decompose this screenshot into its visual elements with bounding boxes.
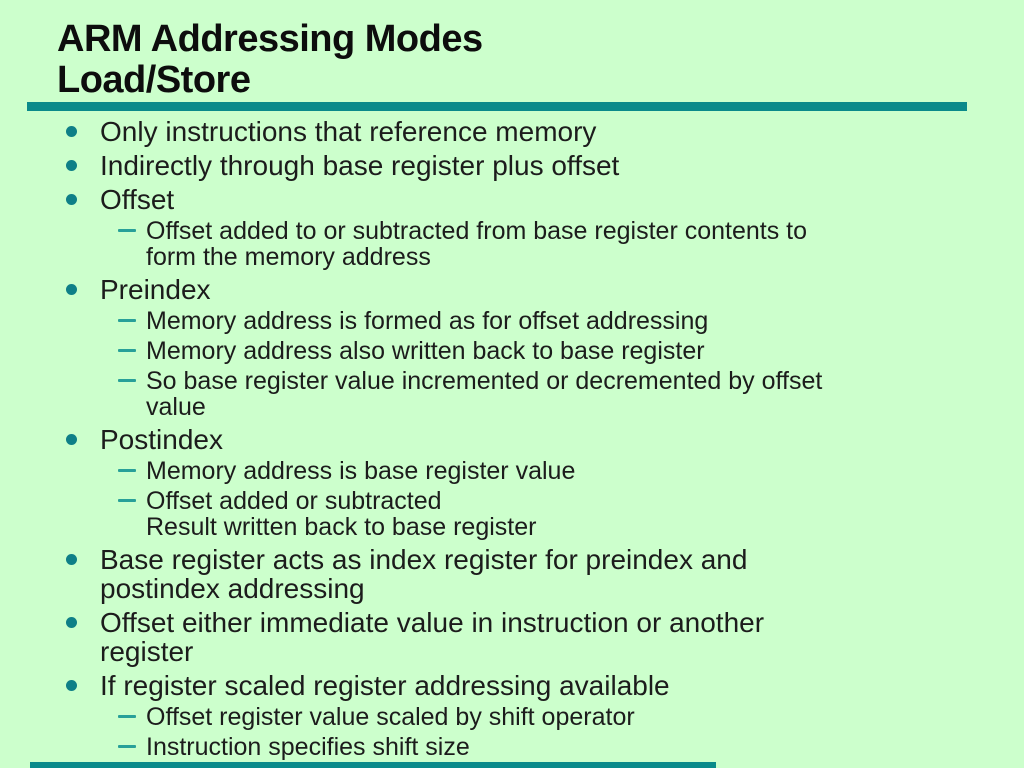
- bullet-item: Base register acts as index register for…: [62, 545, 984, 603]
- title-underline-rule: [27, 102, 967, 111]
- sub-bullet-text: Memory address is base register value: [146, 457, 576, 485]
- sub-bullet-item: Offset register value scaled by shift op…: [62, 704, 984, 730]
- dash-icon: [118, 469, 136, 472]
- bullet-dot-icon: [66, 160, 77, 171]
- bullet-text: Offset: [100, 184, 175, 215]
- bullet-text: Base register acts as index register for…: [100, 544, 748, 604]
- bullet-text: Offset either immediate value in instruc…: [100, 607, 765, 667]
- bullet-item: Offset either immediate value in instruc…: [62, 608, 984, 666]
- dash-icon: [118, 379, 136, 382]
- dash-icon: [118, 715, 136, 718]
- sub-bullet-text: Offset added or subtracted Result writte…: [146, 487, 537, 541]
- sub-bullet-text: Instruction specifies shift size: [146, 733, 470, 761]
- sub-bullet-item: So base register value incremented or de…: [62, 368, 984, 420]
- bullet-item: If register scaled register addressing a…: [62, 671, 984, 700]
- sub-bullet-text: Offset register value scaled by shift op…: [146, 703, 635, 731]
- bullet-item: Only instructions that reference memory: [62, 117, 984, 146]
- bullet-item: Offset: [62, 185, 984, 214]
- bullet-text: Postindex: [100, 424, 223, 455]
- dash-icon: [118, 499, 136, 502]
- bullet-dot-icon: [66, 554, 77, 565]
- bullet-item: Indirectly through base register plus of…: [62, 151, 984, 180]
- bullet-dot-icon: [66, 194, 77, 205]
- sub-bullet-item: Offset added to or subtracted from base …: [62, 218, 984, 270]
- sub-bullet-text: Memory address is formed as for offset a…: [146, 307, 709, 335]
- dash-icon: [118, 319, 136, 322]
- sub-bullet-item: Instruction specifies shift size: [62, 734, 984, 760]
- bullet-text: If register scaled register addressing a…: [100, 670, 670, 701]
- bullet-text: Preindex: [100, 274, 211, 305]
- bullet-item: Postindex: [62, 425, 984, 454]
- bullet-dot-icon: [66, 434, 77, 445]
- bullet-dot-icon: [66, 126, 77, 137]
- sub-bullet-text: So base register value incremented or de…: [146, 367, 823, 421]
- bullet-item: Preindex: [62, 275, 984, 304]
- sub-bullet-item: Memory address is formed as for offset a…: [62, 308, 984, 334]
- bullet-dot-icon: [66, 617, 77, 628]
- sub-bullet-item: Offset added or subtracted Result writte…: [62, 488, 984, 540]
- bottom-accent-bar: [30, 762, 716, 768]
- dash-icon: [118, 349, 136, 352]
- dash-icon: [118, 745, 136, 748]
- bullet-dot-icon: [66, 284, 77, 295]
- slide-header: ARM Addressing Modes Load/Store: [0, 0, 1024, 101]
- sub-bullet-item: Memory address also written back to base…: [62, 338, 984, 364]
- bullet-text: Indirectly through base register plus of…: [100, 150, 620, 181]
- sub-bullet-item: Memory address is base register value: [62, 458, 984, 484]
- bullet-list: Only instructions that reference memory …: [0, 117, 1024, 760]
- bullet-dot-icon: [66, 680, 77, 691]
- dash-icon: [118, 229, 136, 232]
- slide-title-line-2: Load/Store: [57, 59, 251, 101]
- sub-bullet-text: Memory address also written back to base…: [146, 337, 705, 365]
- slide-title-line-1: ARM Addressing Modes: [57, 18, 483, 60]
- sub-bullet-text: Offset added to or subtracted from base …: [146, 217, 808, 271]
- bullet-text: Only instructions that reference memory: [100, 116, 597, 147]
